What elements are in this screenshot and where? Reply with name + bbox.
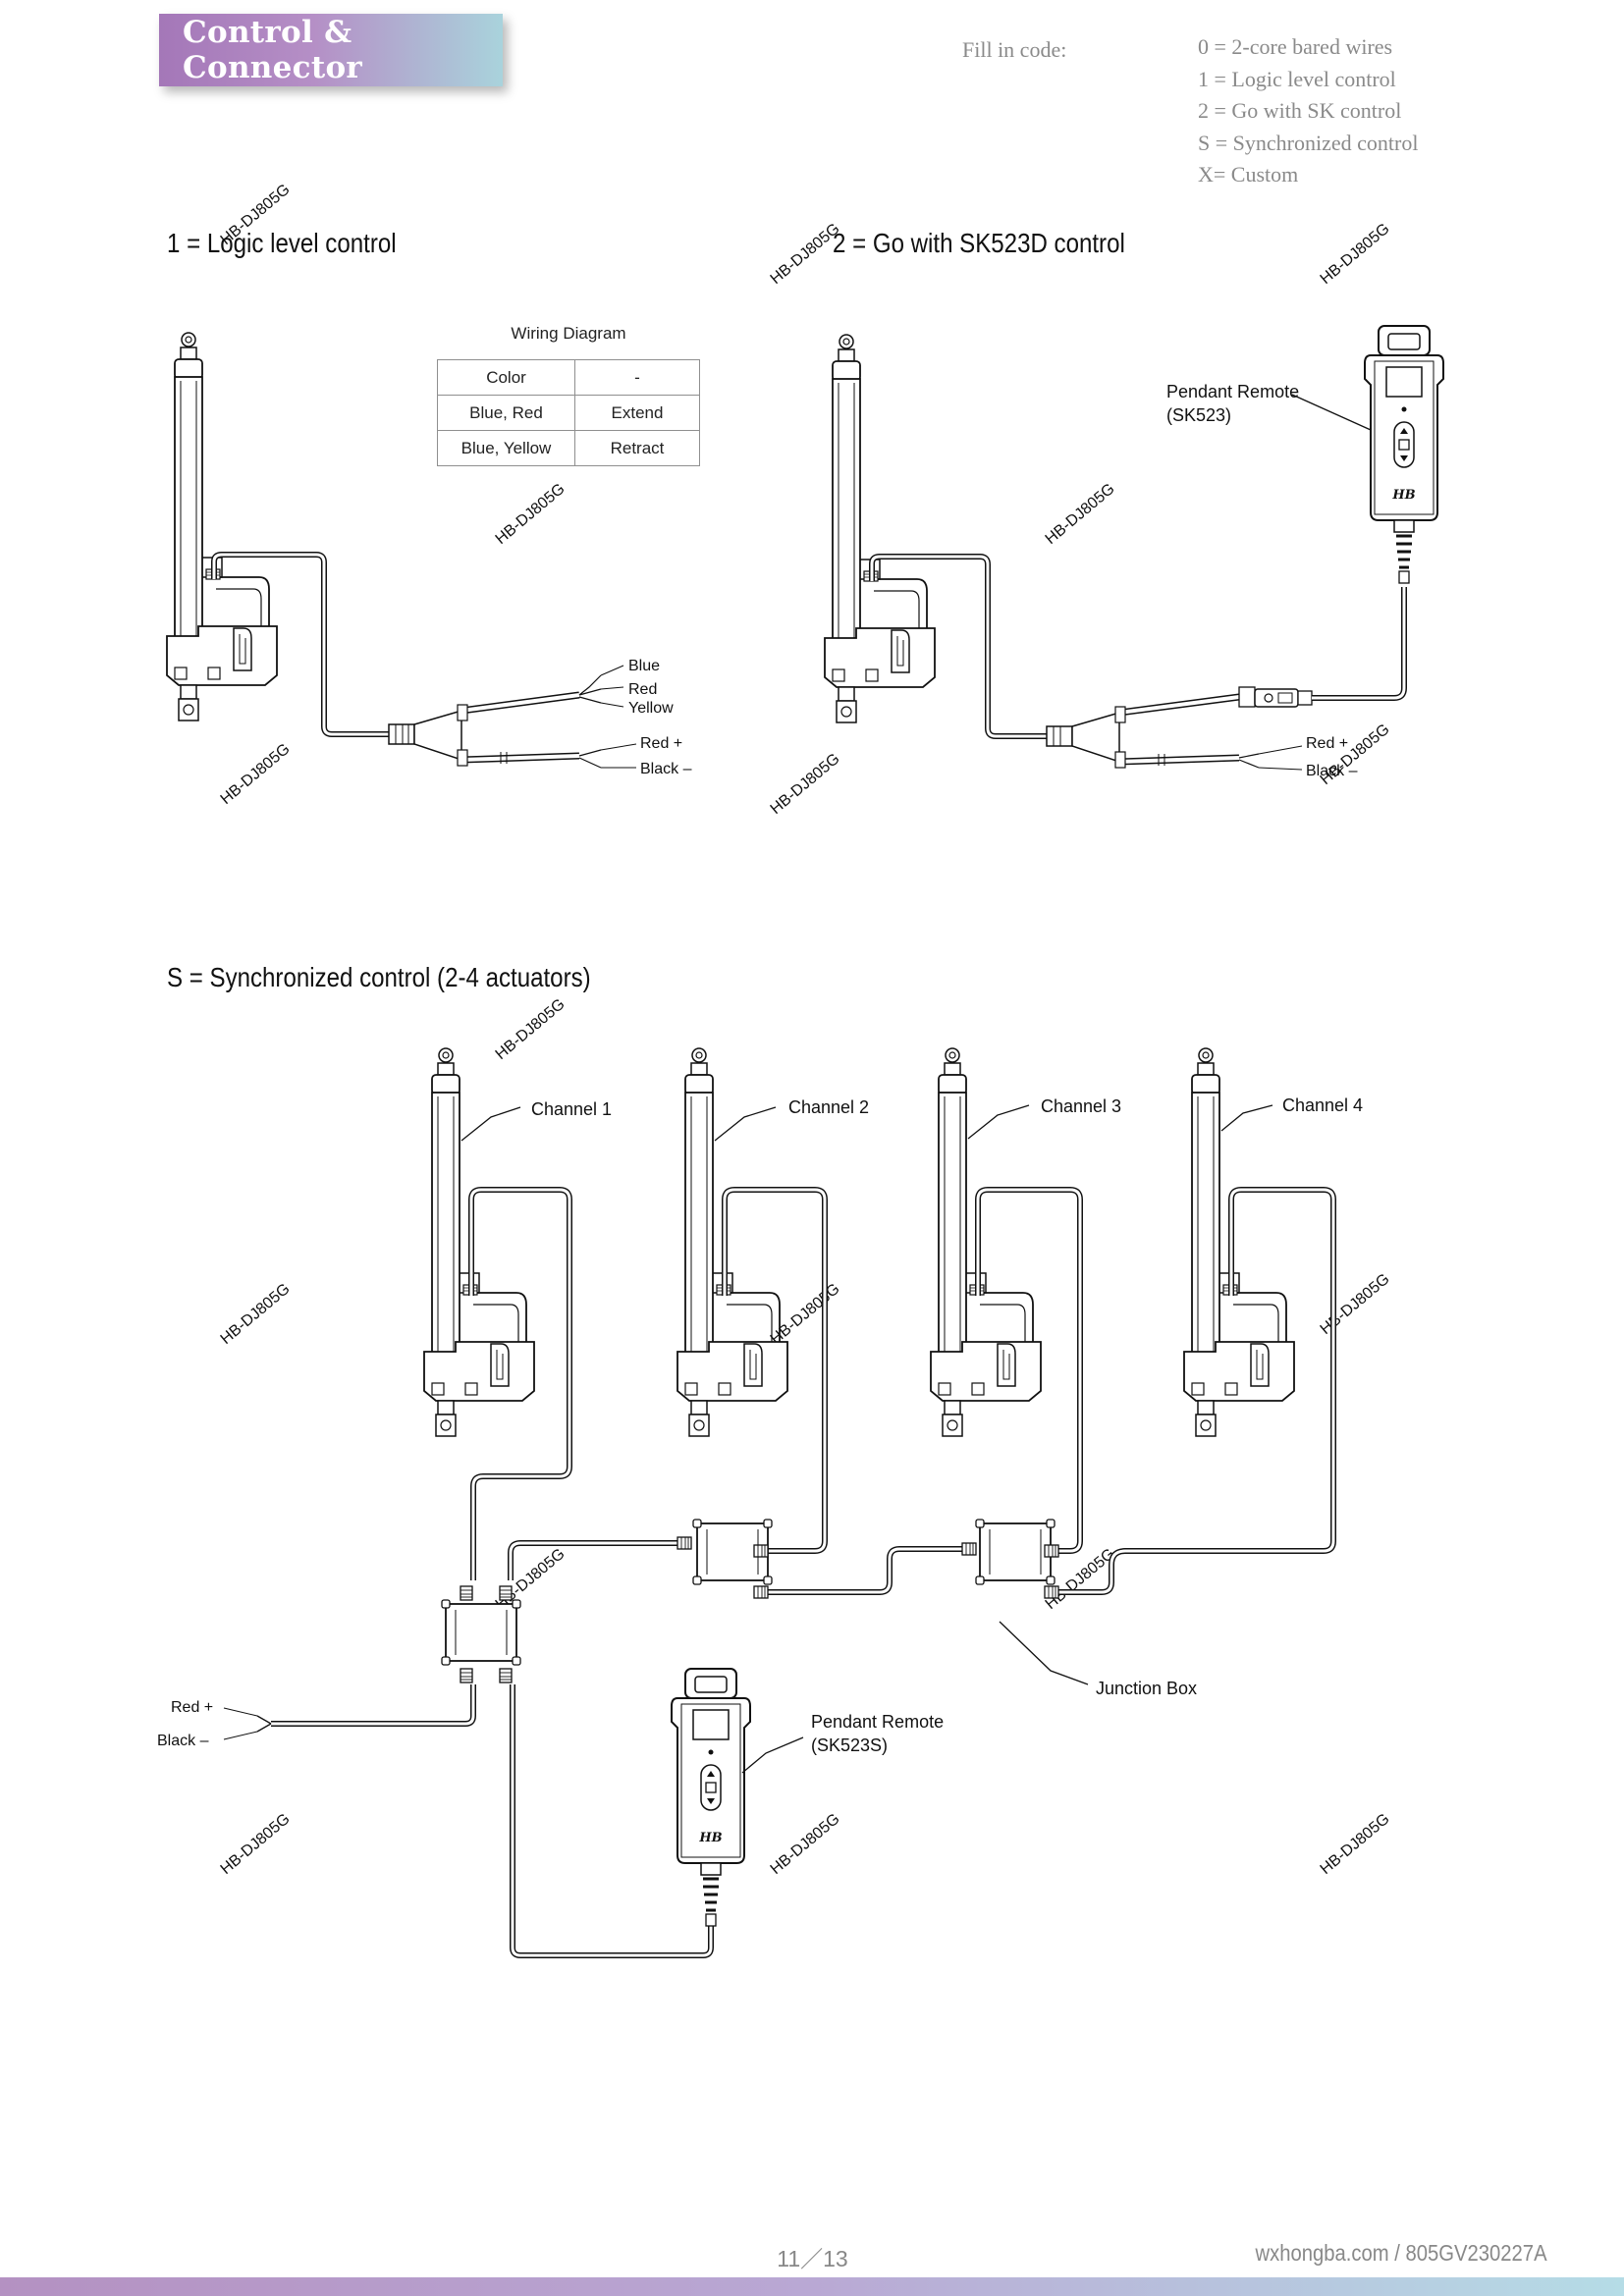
actuator-channel-1 [423, 1047, 535, 1437]
power-label-negative: Black – [157, 1733, 209, 1749]
junction-box-b [975, 1519, 1056, 1585]
channel-label: Channel 4 [1282, 1095, 1363, 1115]
watermark-text: HB-DJ805G [218, 1811, 294, 1878]
table-cell: Blue, Red [437, 395, 575, 431]
watermark-text: HB-DJ805G [768, 221, 843, 288]
watermark-text: HB-DJ805G [218, 1281, 294, 1348]
table-row: Blue, Yellow Retract [437, 430, 700, 466]
watermark-text: HB-DJ805G [218, 182, 294, 248]
legend-item: 0 = 2-core bared wires [1198, 34, 1393, 59]
actuator-channel-2 [677, 1047, 788, 1437]
wire-label-yellow: Yellow [628, 700, 674, 717]
watermark-text: HB-DJ805G [768, 1811, 843, 1878]
watermark-layer: HB-DJ805G HB-DJ805G HB-DJ805G HB-DJ805G … [218, 182, 1393, 1878]
watermark-text: HB-DJ805G [768, 751, 843, 818]
section-title-logic: 1 = Logic level control [167, 228, 397, 258]
fill-in-code-label: Fill in code: [962, 37, 1067, 62]
table-cell: Blue, Yellow [437, 430, 575, 466]
wiring-diagram-caption: Wiring Diagram [511, 324, 626, 343]
power-label-negative: Black – [640, 761, 692, 777]
pendant-remote-sk523s [670, 1667, 752, 1928]
sk523d-diagram: Red + Black – Pendant Remote (SK523) [824, 324, 1445, 779]
legend-item: S = Synchronized control [1198, 130, 1419, 155]
table-cell: Extend [574, 395, 700, 431]
remote-label-line2: (SK523) [1166, 405, 1231, 425]
watermark-text: HB-DJ805G [493, 996, 568, 1063]
wire-label-blue: Blue [628, 658, 660, 674]
section-header-badge: Control & Connector [159, 14, 503, 86]
watermark-text: HB-DJ805G [493, 481, 568, 548]
legend-item: 1 = Logic level control [1198, 66, 1396, 91]
code-legend-list: 0 = 2-core bared wires 1 = Logic level c… [1198, 31, 1418, 191]
power-label-positive: Red + [1306, 735, 1348, 752]
watermark-text: HB-DJ805G [218, 741, 294, 808]
footer-gradient-bar [0, 2277, 1624, 2296]
wiring-table: Color - Blue, Red Extend Blue, Yellow Re… [437, 359, 700, 466]
power-label-negative: Black – [1306, 763, 1358, 779]
pendant-remote-sk523 [1363, 324, 1445, 585]
table-row: Color - [437, 359, 700, 396]
legend-item: 2 = Go with SK control [1198, 98, 1402, 123]
watermark-text: HB-DJ805G [1318, 1811, 1393, 1878]
wire-label-red: Red [628, 681, 657, 698]
junction-box-label: Junction Box [1096, 1679, 1197, 1698]
footer-site-code: wxhongba.com / 805GV230227A [1255, 2240, 1547, 2266]
power-label-positive: Red + [640, 735, 682, 752]
linear-actuator [166, 332, 278, 721]
remote-label-line2: (SK523S) [811, 1735, 888, 1755]
section-title-sk523d: 2 = Go with SK523D control [833, 228, 1125, 258]
inline-connector [1254, 688, 1299, 708]
page-number: 11／13 [777, 2246, 848, 2271]
remote-label-line1: Pendant Remote [811, 1712, 944, 1732]
table-cell: Color [437, 359, 575, 396]
table-cell: Retract [574, 430, 700, 466]
channel-label: Channel 1 [531, 1099, 612, 1119]
channel-label: Channel 2 [788, 1097, 869, 1117]
junction-box-main [441, 1599, 521, 1666]
watermark-text: HB-DJ805G [1043, 481, 1118, 548]
power-label-positive: Red + [171, 1699, 213, 1716]
synchronized-diagram: Channel 1 Channel 2 Channel 3 Channel 4 [157, 1047, 1363, 1958]
watermark-text: HB-DJ805G [1318, 221, 1393, 288]
table-cell: - [574, 359, 700, 396]
logic-level-diagram: Blue Red Yellow Red + Black – [166, 332, 692, 777]
cable-connector [388, 723, 415, 745]
watermark-text: HB-DJ805G [1318, 1271, 1393, 1338]
watermark-text: HB-DJ805G [493, 1546, 568, 1613]
actuator-channel-4 [1183, 1047, 1295, 1437]
section-header-title: Control & Connector [183, 15, 363, 85]
table-row: Blue, Red Extend [437, 395, 700, 431]
linear-actuator [824, 334, 936, 723]
channel-label: Channel 3 [1041, 1096, 1121, 1116]
legend-item: X= Custom [1198, 162, 1299, 187]
section-title-sync: S = Synchronized control (2-4 actuators) [167, 962, 591, 992]
remote-label-line1: Pendant Remote [1166, 382, 1299, 401]
